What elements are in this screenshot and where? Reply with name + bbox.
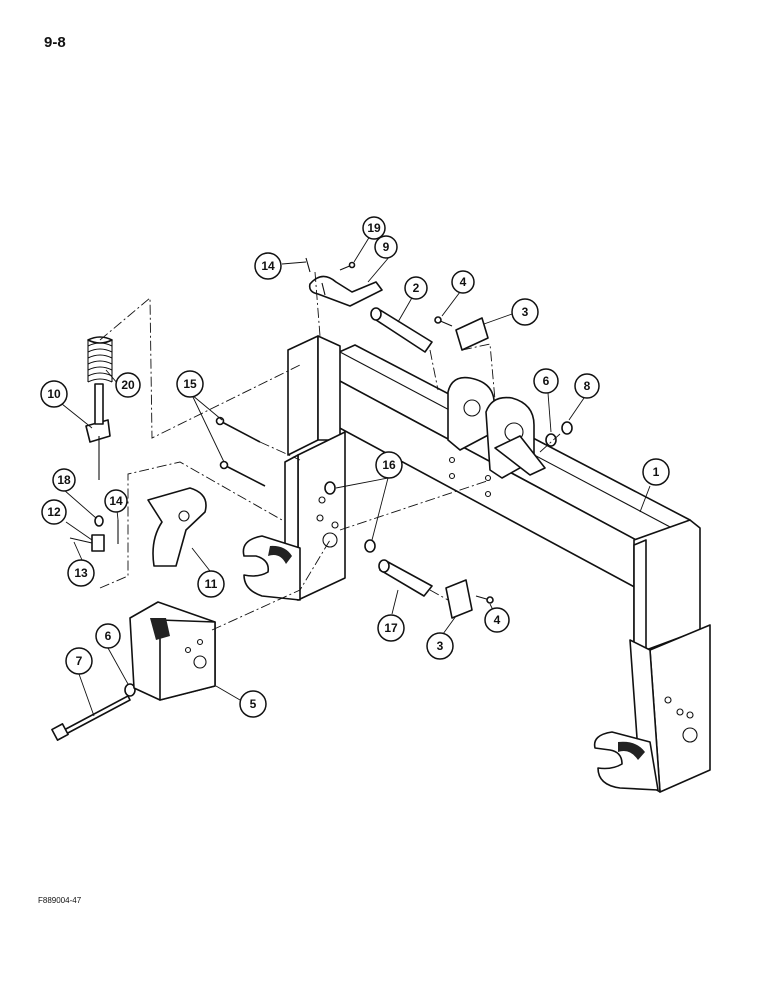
callout-9: 9 bbox=[374, 235, 398, 259]
callout-5-label: 5 bbox=[250, 697, 257, 711]
callout-1-label: 1 bbox=[653, 465, 660, 479]
cotter-pin-part-14-upper bbox=[305, 257, 311, 273]
callout-3-lower: 3 bbox=[426, 632, 454, 660]
callout-18-label: 18 bbox=[57, 473, 71, 487]
clevis-part-12 bbox=[91, 534, 105, 552]
callout-4-label: 4 bbox=[460, 275, 467, 289]
callout-19-label: 19 bbox=[367, 221, 381, 235]
callout-6-lower: 6 bbox=[95, 623, 121, 649]
quick-hitch-frame bbox=[242, 335, 711, 793]
callout-18: 18 bbox=[52, 468, 76, 492]
pin-part-2 bbox=[370, 307, 433, 353]
callout-3-label: 3 bbox=[522, 305, 529, 319]
nut-part-8 bbox=[561, 421, 573, 435]
callout-20-label: 20 bbox=[121, 378, 135, 392]
callout-3-upper: 3 bbox=[511, 298, 539, 326]
washer-part-6-upper bbox=[545, 433, 557, 447]
screw-part-19 bbox=[339, 261, 356, 271]
hook-block-part-5 bbox=[129, 601, 216, 701]
callout-9-label: 9 bbox=[383, 240, 390, 254]
callout-2-label: 2 bbox=[413, 281, 420, 295]
callout-12-label: 12 bbox=[47, 505, 61, 519]
callout-20: 20 bbox=[115, 372, 141, 398]
spring-part-20 bbox=[87, 336, 113, 383]
callout-11: 11 bbox=[197, 570, 225, 598]
callout-7: 7 bbox=[65, 647, 93, 675]
callout-8-label: 8 bbox=[584, 379, 591, 393]
lever-part-9 bbox=[308, 275, 383, 307]
leader-lines bbox=[61, 235, 651, 717]
bolt-part-4-upper bbox=[434, 316, 453, 327]
nut-part-16-upper bbox=[324, 481, 336, 495]
callout-6-label: 6 bbox=[105, 629, 112, 643]
page-number: 9-8 bbox=[44, 34, 66, 51]
callout-10: 10 bbox=[40, 380, 68, 408]
callout-19: 19 bbox=[362, 216, 386, 240]
callout-7-label: 7 bbox=[76, 654, 83, 668]
nut-part-16-lower bbox=[364, 539, 376, 553]
callout-2: 2 bbox=[404, 276, 428, 300]
callout-17-label: 17 bbox=[384, 621, 398, 635]
callout-6-label: 6 bbox=[543, 374, 550, 388]
callout-12: 12 bbox=[41, 499, 67, 525]
assembly-lines bbox=[99, 271, 561, 631]
callout-4-upper: 4 bbox=[451, 270, 475, 294]
callout-4-label: 4 bbox=[494, 613, 501, 627]
plunger-shaft-part-10 bbox=[85, 383, 111, 480]
callout-14-upper: 14 bbox=[254, 252, 282, 280]
nut-part-18 bbox=[94, 515, 104, 527]
bolts-part-15 bbox=[215, 416, 266, 487]
callout-5: 5 bbox=[239, 690, 267, 718]
pin-part-17 bbox=[378, 559, 433, 597]
latch-part-11 bbox=[147, 487, 207, 567]
plate-part-3-upper bbox=[455, 317, 489, 351]
callout-8: 8 bbox=[574, 373, 600, 399]
callout-11-label: 11 bbox=[205, 577, 218, 591]
callout-15-label: 15 bbox=[183, 377, 197, 391]
callout-1: 1 bbox=[642, 458, 670, 486]
figure-code: F889004-47 bbox=[38, 896, 82, 905]
washer-part-6-lower bbox=[124, 683, 136, 697]
callout-13: 13 bbox=[67, 559, 95, 587]
callout-14-label: 14 bbox=[261, 259, 275, 273]
bolt-part-7 bbox=[51, 695, 131, 741]
callout-4-lower: 4 bbox=[484, 607, 510, 633]
callout-13-label: 13 bbox=[74, 566, 88, 580]
callout-3-label: 3 bbox=[437, 639, 444, 653]
callout-10-label: 10 bbox=[47, 387, 61, 401]
callout-16-label: 16 bbox=[382, 458, 396, 472]
callout-15: 15 bbox=[176, 370, 204, 398]
callout-6-upper: 6 bbox=[533, 368, 559, 394]
callout-14-label: 14 bbox=[109, 494, 123, 508]
callout-16: 16 bbox=[375, 451, 403, 479]
bolt-part-4-lower bbox=[475, 595, 494, 604]
pin-part-13 bbox=[69, 537, 93, 544]
callout-17: 17 bbox=[377, 614, 405, 642]
callout-14-lower: 14 bbox=[104, 489, 128, 513]
plate-part-3-lower bbox=[445, 579, 473, 619]
